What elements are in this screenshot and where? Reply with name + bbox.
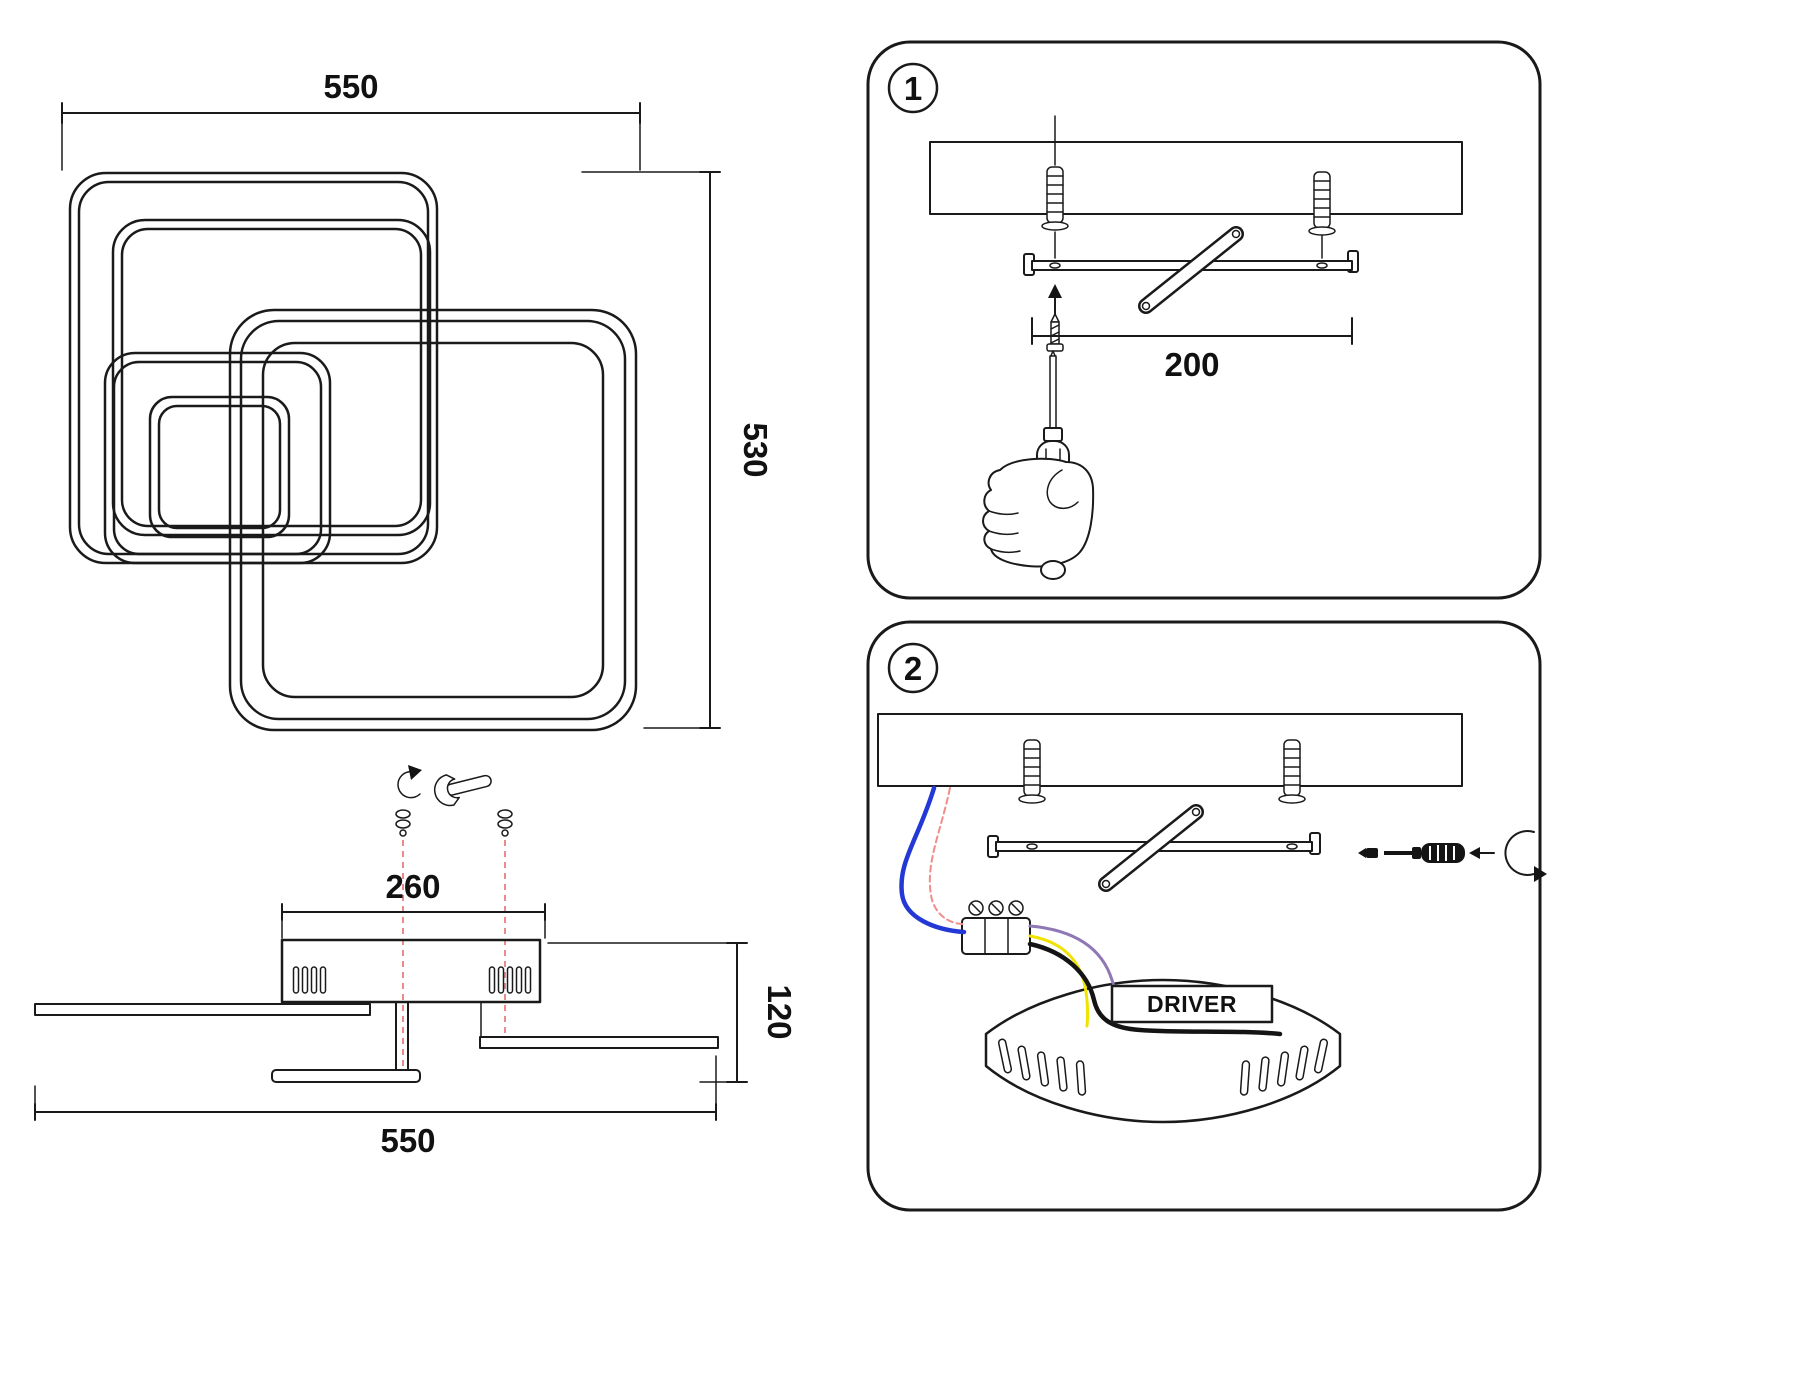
canopy-body: [280, 938, 542, 1004]
dim-label-530-right: 530: [737, 422, 774, 477]
lamp-frame-2-inner: [120, 227, 423, 528]
rotation-arrow-icon: [1504, 830, 1547, 882]
lamp-frames: [68, 171, 638, 732]
lamp-frame-1-outer: [68, 171, 439, 565]
lamp-frame-4-outer: [103, 351, 332, 565]
screwdriver-handle-end: [1040, 560, 1066, 580]
lamp-arm-right: [479, 1036, 719, 1049]
wall-anchor-icon: [1041, 166, 1069, 231]
wire-yellow: [1028, 934, 1090, 1028]
lamp-frame-5-inner: [157, 404, 282, 530]
lamp-frame-2-outer: [111, 218, 432, 537]
lamp-frame-3-mid: [239, 319, 627, 721]
step-2-number: 2: [904, 650, 922, 687]
step-1-panel: 1 200: [866, 40, 1542, 600]
step-2-badge: [887, 642, 939, 694]
dim-label-120: 120: [761, 984, 798, 1039]
dim-label-550-top: 550: [323, 68, 378, 105]
wall-anchor-icon: [1018, 739, 1046, 804]
dim-label-550-bottom: 550: [380, 1122, 435, 1159]
wall-anchor-icon: [1308, 171, 1336, 236]
terminal-block: [961, 900, 1031, 955]
lamp-frame-3-inner: [261, 341, 605, 699]
lamp-side-view: 260 120 550: [34, 765, 798, 1159]
step-1-border: [866, 40, 1542, 600]
hand-icon: [982, 457, 1095, 568]
mounting-bracket: [1023, 226, 1359, 314]
wrench-icon: [433, 774, 492, 807]
screw-icon: [1046, 313, 1064, 352]
nut-washer-icon: [497, 809, 513, 837]
dim-total-width: 550: [34, 1055, 717, 1159]
mounting-bracket: [987, 804, 1321, 892]
dim-label-260: 260: [385, 868, 440, 905]
dim-bracket-width: 260: [281, 868, 546, 939]
center-stem: [395, 1001, 409, 1071]
step-1-number: 1: [904, 70, 922, 107]
canopy-vent-slots: [292, 966, 532, 994]
wire-red: [928, 787, 965, 925]
driver-box-frame: [1110, 984, 1274, 1024]
dim-height-side: 120: [547, 942, 798, 1083]
wire-blue: [899, 785, 967, 935]
ceiling-board: [929, 141, 1463, 215]
dim-height-right: 530: [581, 171, 774, 729]
lamp-frame-3-outer: [228, 308, 638, 732]
dim-label-200: 200: [1164, 346, 1219, 383]
wall-anchor-icon: [1278, 739, 1306, 804]
driver-box: DRIVER: [1110, 984, 1274, 1024]
ceiling-board: [877, 713, 1463, 787]
step-2-border: [866, 620, 1542, 1212]
arrow-left-icon: [1469, 847, 1495, 859]
lamp-frame-1-inner: [77, 180, 430, 556]
nut-washer-icon: [395, 809, 411, 837]
wire-black: [1027, 941, 1283, 1037]
lamp-frame-4-inner: [112, 360, 323, 556]
lamp-arm-left: [34, 1003, 371, 1016]
screw-icon: [1358, 848, 1378, 858]
rotate-arrow-icon: [397, 770, 421, 799]
push-arrowhead: [1048, 284, 1062, 298]
driver-label: DRIVER: [1147, 991, 1237, 1017]
lamp-frame-5-outer: [148, 395, 291, 539]
dim-width-top: 550: [61, 68, 641, 171]
rotate-arrowhead-icon: [408, 765, 422, 780]
step-1-badge: [887, 62, 939, 114]
step-2-panel: 2: [866, 620, 1547, 1212]
screwdriver-horizontal-icon: [1384, 843, 1465, 863]
lamp-top-view: 550 530: [61, 68, 774, 732]
dim-anchor-span: 200: [1031, 317, 1353, 383]
base-plate: [271, 1069, 421, 1083]
